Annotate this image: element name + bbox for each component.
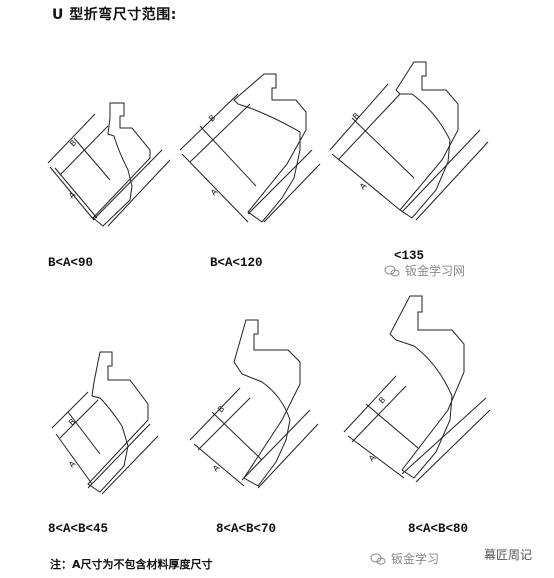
dim-label-b: B xyxy=(377,395,387,405)
wechat-icon xyxy=(370,553,386,564)
watermark-bottom-right-text: 幕匠周记 xyxy=(484,548,533,562)
caption-bottom-1: 8<A<B<45 xyxy=(48,522,109,536)
caption-top-2: B<A<120 xyxy=(210,256,263,270)
dim-label-a: A xyxy=(67,459,78,470)
caption-top-1: B<A<90 xyxy=(48,256,94,270)
wechat-icon xyxy=(384,265,400,276)
diagram-top-3 xyxy=(329,61,489,221)
caption-top-3: <135 xyxy=(394,249,425,263)
dim-label-b: B xyxy=(67,417,77,427)
dim-label-b: B xyxy=(68,138,78,148)
footnote: 注：A尺寸为不包含材料厚度尺寸 xyxy=(50,558,213,571)
watermark-top-text: 钣金学习网 xyxy=(405,264,466,278)
diagram-top-1 xyxy=(47,102,171,227)
caption-bottom-3: 8<A<B<80 xyxy=(408,522,469,536)
dim-label-a: A xyxy=(209,187,220,198)
dim-label-a: A xyxy=(367,453,378,464)
diagram-bottom-3 xyxy=(343,295,491,483)
dim-label-b: B xyxy=(207,113,217,123)
diagram-bottom-2 xyxy=(189,319,319,489)
watermark-bottom-left-text: 钣金学习 xyxy=(391,552,440,566)
dim-label-a: A xyxy=(67,190,78,201)
dim-label-b: B xyxy=(216,404,226,414)
dim-label-a: A xyxy=(211,463,222,474)
watermark-bottom: 钣金学习 xyxy=(370,550,439,567)
dim-label-b: B xyxy=(351,111,361,121)
dim-label-a: A xyxy=(358,181,369,192)
caption-bottom-2: 8<A<B<70 xyxy=(216,522,277,536)
watermark-top: 钣金学习网 xyxy=(384,262,465,279)
page-title: U 型折弯尺寸范围: xyxy=(52,7,177,23)
diagram-top-2 xyxy=(179,73,321,223)
diagram-bottom-1 xyxy=(51,351,159,495)
